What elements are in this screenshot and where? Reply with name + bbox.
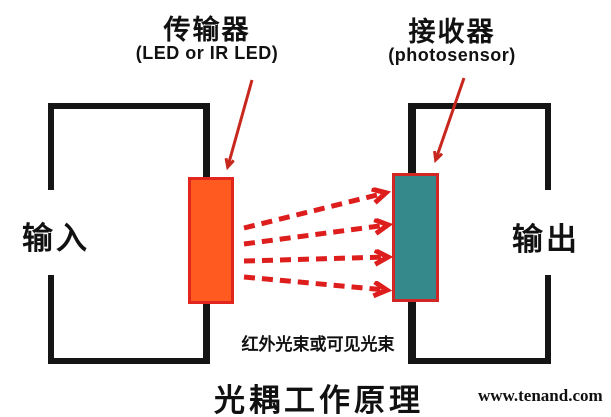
transmitter-label: 传输器	[163, 15, 251, 45]
receiver-pointer-arrow	[436, 77, 466, 159]
transmitter-label-group: 传输器 (LED or IR LED)	[136, 16, 279, 63]
output-circuit-right-upper-wire	[545, 103, 551, 190]
input-circuit-bottom-wire	[48, 358, 210, 364]
input-circuit-top-wire	[48, 103, 210, 109]
input-label: 输入	[22, 221, 90, 256]
photosensor-rect	[392, 173, 439, 302]
output-label: 输出	[512, 222, 580, 257]
receiver-sublabel: (photosensor)	[388, 45, 516, 66]
input-circuit-left-upper-wire	[48, 103, 54, 190]
light-beam-arrow-2	[243, 225, 387, 247]
receiver-label-group: 接收器 (photosensor)	[388, 18, 516, 65]
watermark-url: www.tenand.com	[478, 386, 603, 405]
output-circuit-bottom-wire	[409, 358, 551, 364]
input-circuit-left-lower-wire	[48, 275, 54, 364]
light-beam-arrow-1	[243, 193, 385, 231]
transmitter-pointer-arrow	[228, 79, 254, 166]
led-emitter-rect	[188, 177, 234, 304]
output-circuit-top-wire	[409, 103, 551, 109]
beam-caption: 红外光束或可见光束	[241, 335, 395, 354]
receiver-label: 接收器	[408, 17, 496, 47]
light-beam-arrow-3	[243, 257, 387, 261]
output-circuit-right-lower-wire	[545, 275, 551, 364]
light-beam-arrow-4	[243, 274, 386, 290]
transmitter-sublabel: (LED or IR LED)	[135, 43, 279, 64]
diagram-title: 光耦工作原理	[214, 383, 424, 417]
